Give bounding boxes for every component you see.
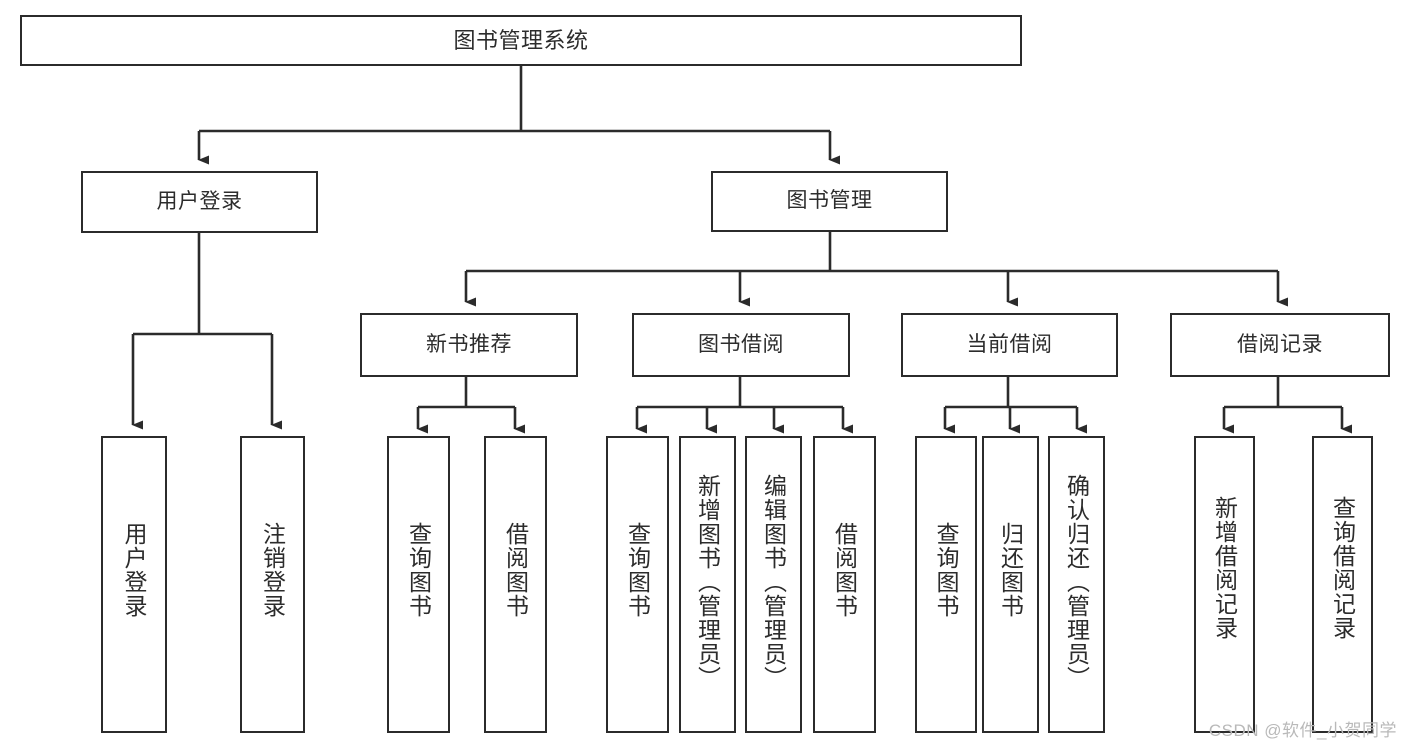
node-label: 编辑图书（管理员） xyxy=(760,474,787,690)
leaf-edit-book-admin[interactable]: 编辑图书（管理员） xyxy=(745,436,802,733)
node-label: 图书管理 xyxy=(786,189,873,213)
node-label: 用户登录 xyxy=(156,189,243,213)
node-label: 借阅图书 xyxy=(831,522,858,618)
leaf-return-books[interactable]: 归还图书 xyxy=(982,436,1039,733)
leaf-query-books-recommend[interactable]: 查询图书 xyxy=(387,436,450,733)
node-current-borrowing[interactable]: 当前借阅 xyxy=(901,313,1118,377)
node-label: 查询图书 xyxy=(624,522,651,618)
node-label: 用户登录 xyxy=(121,522,148,618)
node-label: 归还图书 xyxy=(997,522,1024,618)
leaf-borrow-books[interactable]: 借阅图书 xyxy=(813,436,876,733)
node-label: 查询图书 xyxy=(405,522,432,618)
leaf-query-borrow-record[interactable]: 查询借阅记录 xyxy=(1312,436,1373,733)
leaf-user-login[interactable]: 用户登录 xyxy=(101,436,167,733)
node-label: 确认归还（管理员） xyxy=(1063,474,1090,690)
node-label: 新增图书（管理员） xyxy=(694,474,721,690)
node-label: 借阅记录 xyxy=(1237,332,1323,356)
node-label: 当前借阅 xyxy=(966,332,1053,356)
leaf-borrow-books-recommend[interactable]: 借阅图书 xyxy=(484,436,547,733)
leaf-add-book-admin[interactable]: 新增图书（管理员） xyxy=(679,436,736,733)
leaf-logout[interactable]: 注销登录 xyxy=(240,436,305,733)
watermark-csdn: CSDN @软件_小贺同学 xyxy=(1208,721,1397,740)
leaf-query-books-borrow[interactable]: 查询图书 xyxy=(606,436,669,733)
node-label: 借阅图书 xyxy=(502,522,529,618)
leaf-add-borrow-record[interactable]: 新增借阅记录 xyxy=(1194,436,1255,733)
node-label: 查询图书 xyxy=(933,522,960,618)
node-label: 注销登录 xyxy=(259,522,286,618)
node-label: 新增借阅记录 xyxy=(1211,496,1238,640)
leaf-query-books-current[interactable]: 查询图书 xyxy=(915,436,977,733)
node-new-book-recommendation[interactable]: 新书推荐 xyxy=(360,313,578,377)
node-book-management[interactable]: 图书管理 xyxy=(711,171,948,232)
node-root-book-management-system[interactable]: 图书管理系统 xyxy=(20,15,1022,66)
node-label: 新书推荐 xyxy=(426,332,512,356)
node-borrowing-records[interactable]: 借阅记录 xyxy=(1170,313,1390,377)
node-book-borrowing[interactable]: 图书借阅 xyxy=(632,313,850,377)
node-user-login[interactable]: 用户登录 xyxy=(81,171,318,233)
node-label: 查询借阅记录 xyxy=(1329,496,1356,640)
node-label: 图书借阅 xyxy=(698,332,784,356)
leaf-confirm-return-admin[interactable]: 确认归还（管理员） xyxy=(1048,436,1105,733)
node-label: 图书管理系统 xyxy=(453,27,589,53)
